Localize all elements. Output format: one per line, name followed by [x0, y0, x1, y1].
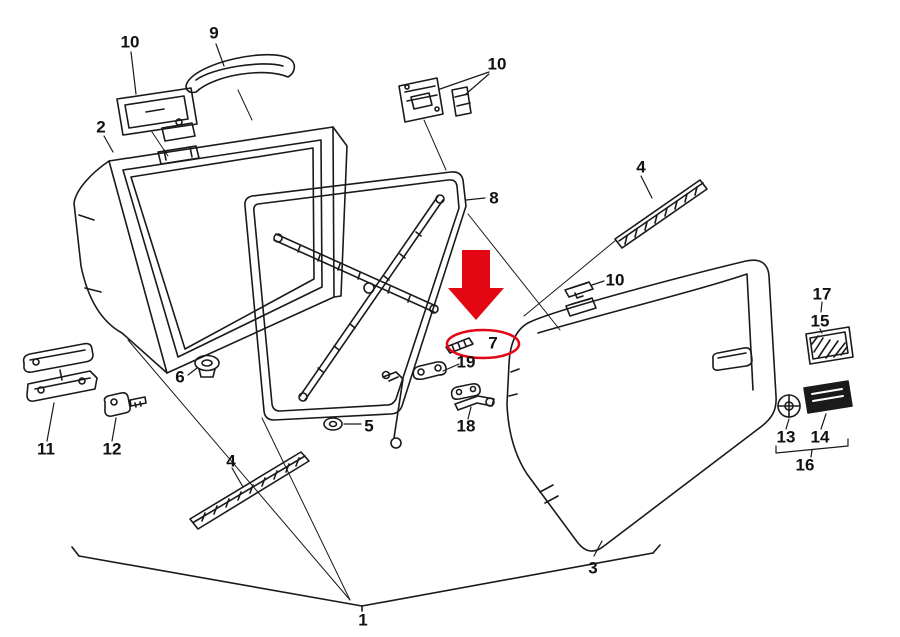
clip-10 [564, 281, 594, 299]
grommet [194, 354, 220, 378]
assembly-bracket [71, 544, 661, 612]
part-label-16-group: 16 [795, 455, 815, 475]
part7-bracket [445, 337, 474, 354]
rub-strip-upper [614, 179, 708, 249]
part-label-10-plates: 10 [487, 54, 507, 74]
part-label-7-circled: 7 [488, 333, 498, 353]
part-label-9-handle: 9 [209, 23, 219, 43]
nameplate-badge [803, 380, 853, 414]
reflector-badge [805, 326, 854, 365]
part-label-18: 18 [456, 416, 476, 436]
part-label-5: 5 [364, 416, 374, 436]
part-label-8-frame: 8 [489, 188, 499, 208]
part-label-4-strip-low: 4 [226, 451, 236, 471]
latch-plates [398, 77, 472, 123]
right-case-shell [506, 259, 777, 552]
part-label-17: 17 [812, 284, 832, 304]
part-label-15: 15 [810, 311, 830, 331]
folding-stays [273, 194, 445, 402]
link-plates [412, 361, 481, 400]
part-label-2-case: 2 [96, 117, 106, 137]
part-label-10-clip: 10 [605, 270, 625, 290]
part-label-12-key: 12 [102, 439, 122, 459]
part-label-6-grommet: 6 [175, 367, 185, 387]
guide-lines [127, 89, 617, 601]
washer-and-lever [323, 370, 404, 449]
part-label-4-strip-up: 4 [636, 157, 646, 177]
part-label-3-lid: 3 [588, 558, 598, 578]
lock-housing [116, 87, 198, 142]
leader-lines [46, 43, 827, 557]
highlight-arrow-icon [448, 250, 504, 320]
lid-frame [244, 171, 467, 421]
latch-11 [22, 342, 98, 402]
part-label-1-assembly: 1 [358, 610, 368, 630]
left-case-shell [73, 126, 348, 374]
part-label-10-lock: 10 [120, 32, 140, 52]
part-label-11-latch: 11 [37, 439, 55, 459]
part-label-13-emblem: 13 [776, 427, 796, 447]
rub-strip-lower [189, 451, 310, 530]
key [103, 392, 147, 417]
part-label-19: 19 [456, 352, 476, 372]
handle [185, 53, 296, 94]
bracket-16 [775, 438, 849, 458]
lever-18 [454, 395, 495, 411]
highlight-ellipse [445, 328, 521, 360]
part-label-14-nameplate: 14 [810, 427, 830, 447]
round-emblem [777, 394, 801, 418]
